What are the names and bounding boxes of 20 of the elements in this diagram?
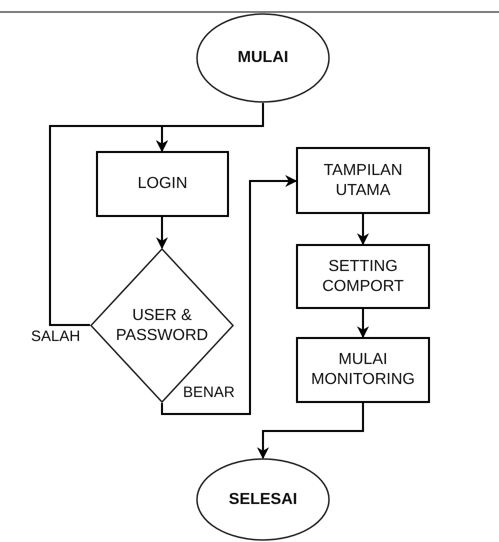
process-box — [96, 151, 229, 217]
arrow — [161, 175, 298, 415]
process-box — [296, 147, 430, 214]
arrow — [357, 214, 369, 246]
process-box — [296, 244, 430, 309]
node-label: SETTING COMPORT — [321, 256, 405, 296]
node-label: SELESAI — [228, 490, 298, 510]
terminal-ellipse — [196, 458, 330, 541]
node-label: MULAI — [236, 48, 290, 68]
process-box — [296, 337, 430, 403]
terminal-ellipse — [196, 13, 330, 103]
arrow — [156, 217, 168, 250]
node-label: TAMPILAN UTAMA — [322, 160, 404, 200]
node-label: LOGIN — [136, 174, 188, 194]
decision-diamond — [90, 248, 234, 403]
node-label: MULAI MONITORING — [310, 350, 416, 390]
arrow — [49, 125, 168, 326]
node-label: USER & PASSWORD — [114, 306, 210, 346]
arrow — [357, 309, 369, 338]
arrow — [257, 403, 364, 460]
